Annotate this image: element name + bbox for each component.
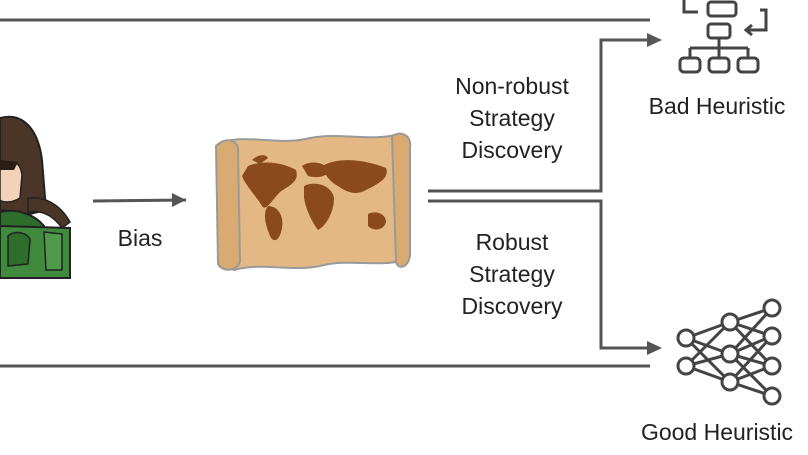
bias-arrow-line (92, 198, 187, 203)
non-robust-label-line-1: Non-robust (455, 73, 569, 99)
person-icon (0, 115, 71, 279)
bad-heuristic-label: Bad Heuristic (648, 93, 786, 119)
robust-label-line-2: Strategy (469, 261, 555, 287)
non-robust-arrow-line (428, 38, 650, 193)
treasure-map-icon (214, 132, 412, 272)
bias-label: Bias (117, 225, 163, 251)
non-robust-label-line-2: Strategy (469, 105, 555, 131)
flowchart-icon (678, 0, 768, 74)
non-robust-arrowhead (647, 33, 662, 47)
robust-label-line-3: Discovery (461, 293, 563, 319)
non-robust-label: Non-robust Strategy Discovery (432, 70, 592, 166)
bias-arrowhead (172, 193, 186, 207)
robust-arrow-line (428, 199, 650, 350)
robust-label-line-1: Robust (475, 229, 549, 255)
robust-arrowhead (647, 341, 662, 355)
neural-network-icon (676, 298, 782, 406)
non-robust-label-line-3: Discovery (461, 137, 563, 163)
good-heuristic-label: Good Heuristic (640, 419, 794, 445)
robust-label: Robust Strategy Discovery (432, 226, 592, 322)
